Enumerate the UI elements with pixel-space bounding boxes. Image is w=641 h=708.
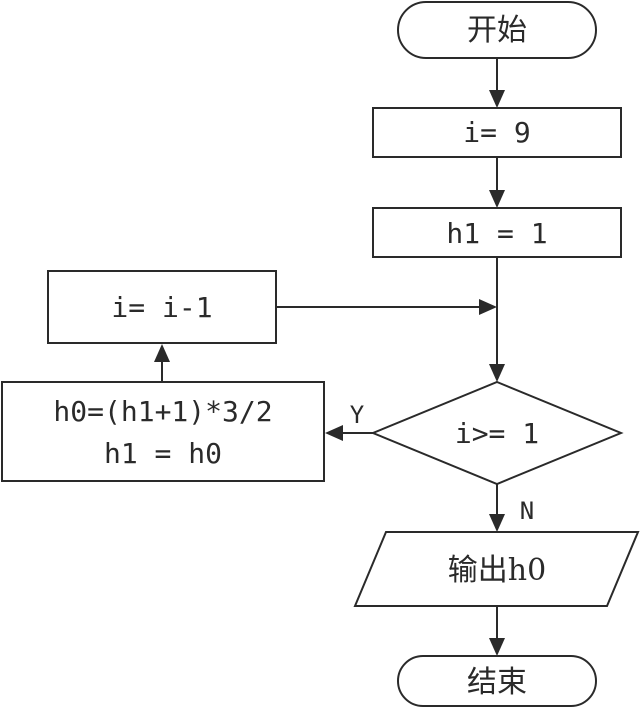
arrowhead (325, 425, 343, 441)
condition-label: i>= 1 (455, 417, 539, 450)
arrowhead (489, 90, 505, 108)
arrowhead (489, 638, 505, 656)
output-parallelogram (353, 531, 640, 607)
loop-body-line1: h0=(h1+1)*3/2 (53, 395, 272, 428)
arrowhead (489, 190, 505, 208)
no-label: N (520, 497, 534, 525)
end-terminal (397, 655, 597, 707)
arrowhead (479, 299, 497, 315)
arrowhead (489, 364, 505, 382)
init-i-box (372, 107, 622, 158)
arrowhead (154, 344, 170, 362)
init-i-label: i= 9 (463, 116, 530, 149)
loop-body-box (1, 381, 325, 482)
arrowhead (489, 514, 505, 532)
yes-label: Y (350, 401, 365, 429)
init-h1-label: h1 = 1 (446, 217, 547, 250)
end-label: 结束 (467, 665, 527, 700)
output-label: 输出h0 (448, 553, 546, 588)
start-label: 开始 (467, 13, 527, 48)
decrement-label: i= i-1 (111, 291, 212, 324)
loop-body-line2: h1 = h0 (104, 437, 222, 470)
